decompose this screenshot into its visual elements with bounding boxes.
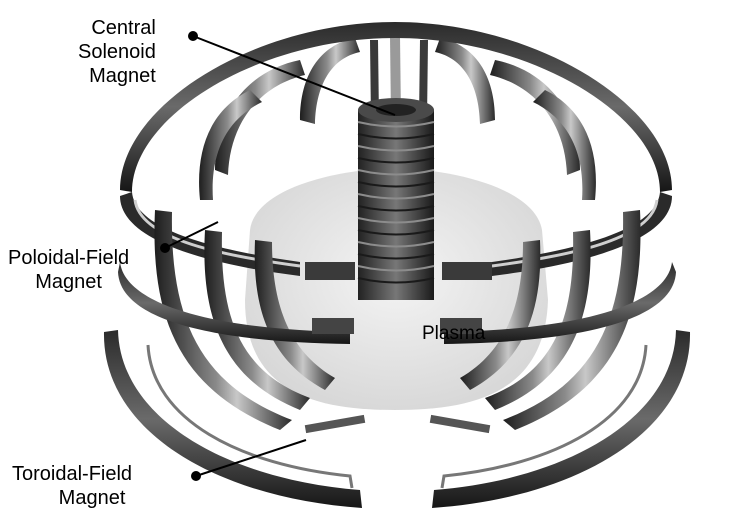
label-line: Magnet <box>12 486 132 510</box>
label-line: Poloidal-Field <box>8 246 129 270</box>
label-line: Magnet <box>78 64 156 88</box>
leader-dot-toroidal-field <box>192 472 200 480</box>
central-solenoid <box>358 98 434 300</box>
label-line: Toroidal-Field <box>12 462 132 486</box>
label-line: Central <box>78 16 156 40</box>
leader-dot-poloidal-field <box>161 244 169 252</box>
label-line: Magnet <box>8 270 129 294</box>
label-poloidal-field: Poloidal-Field Magnet <box>8 246 129 294</box>
label-toroidal-field: Toroidal-Field Magnet <box>12 462 132 510</box>
label-central-solenoid: Central Solenoid Magnet <box>78 16 156 88</box>
leader-dot-central-solenoid <box>189 32 197 40</box>
label-plasma: Plasma <box>422 323 485 345</box>
label-line: Solenoid <box>78 40 156 64</box>
